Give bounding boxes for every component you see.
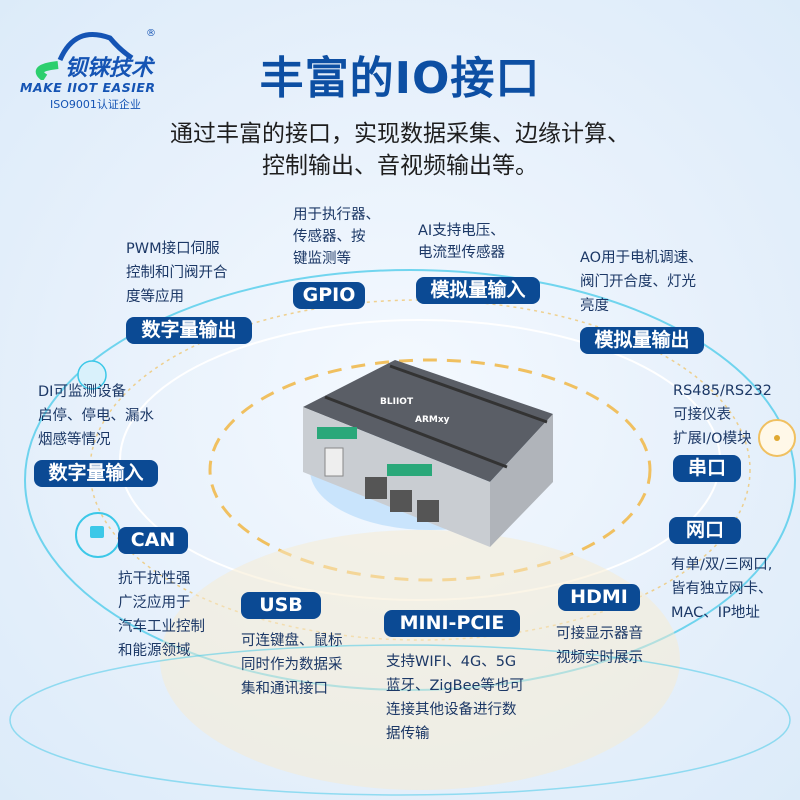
gpio-description: 用于执行器、 传感器、按 键监测等 xyxy=(293,204,380,270)
desc-line: 扩展I/O模块 xyxy=(673,431,752,447)
subtitle-line-2: 控制输出、音视频输出等。 xyxy=(262,153,538,179)
usb-description: 可连键盘、鼠标 同时作为数据采 集和通讯接口 xyxy=(241,629,343,701)
mini-pcie-description: 支持WIFI、4G、5G 蓝牙、ZigBee等也可 连接其他设备进行数 据传输 xyxy=(386,650,524,746)
desc-line: RS485/RS232 xyxy=(673,383,772,399)
desc-line: 有单/双/三网口, xyxy=(671,557,773,573)
usb-badge: USB xyxy=(241,592,321,619)
logo-tagline: MAKE IIOT EASIER xyxy=(20,80,156,95)
analog-input-badge: 模拟量输入 xyxy=(416,277,540,304)
hdmi-badge: HDMI xyxy=(558,584,640,611)
desc-line: 烟感等情况 xyxy=(38,432,111,448)
desc-line: 可接显示器音 xyxy=(556,626,643,642)
desc-line: 广泛应用于 xyxy=(118,595,191,611)
can-badge: CAN xyxy=(118,527,188,554)
digital-input-description: DI可监测设备 启停、停电、漏水 烟感等情况 xyxy=(38,380,154,452)
desc-line: 传感器、按 xyxy=(293,229,366,245)
hdmi-description: 可接显示器音 视频实时展示 xyxy=(556,622,643,670)
desc-line: 和能源领域 xyxy=(118,643,191,659)
serial-badge: 串口 xyxy=(673,455,741,482)
desc-line: DI可监测设备 xyxy=(38,384,126,400)
desc-line: 蓝牙、ZigBee等也可 xyxy=(386,678,524,694)
desc-line: AI支持电压、 xyxy=(418,223,505,239)
di-icon xyxy=(77,360,107,390)
desc-line: 可接仪表 xyxy=(673,407,731,423)
page-title: 丰富的IO接口 xyxy=(259,53,541,104)
desc-line: 键监测等 xyxy=(293,251,351,267)
armxy-device-image: BLIIOT ARMxy xyxy=(303,360,553,547)
analog-output-description: AO用于电机调速、 阀门开合度、灯光 亮度 xyxy=(580,246,703,318)
analog-output-badge: 模拟量输出 xyxy=(580,327,704,354)
desc-line: 汽车工业控制 xyxy=(118,619,205,635)
desc-line: 用于执行器、 xyxy=(293,207,380,223)
desc-line: 控制和门阀开合 xyxy=(126,265,228,281)
cloud-logo-icon: 钡铼技术 ® xyxy=(35,28,156,82)
desc-line: 据传输 xyxy=(386,726,430,742)
desc-line: 电流型传感器 xyxy=(418,245,505,261)
digital-output-badge: 数字量输出 xyxy=(126,317,252,344)
desc-line: 抗干扰性强 xyxy=(118,571,191,587)
desc-line: 连接其他设备进行数 xyxy=(386,702,517,718)
can-description: 抗干扰性强 广泛应用于 汽车工业控制 和能源领域 xyxy=(118,567,205,663)
svg-text:钡铼技术: 钡铼技术 xyxy=(65,55,156,80)
svg-text:®: ® xyxy=(146,28,156,39)
desc-line: 阀门开合度、灯光 xyxy=(580,274,696,290)
iso-cert: ISO9001认证企业 xyxy=(50,98,141,111)
desc-line: 集和通讯接口 xyxy=(241,681,328,697)
ethernet-description: 有单/双/三网口, 皆有独立网卡、 MAC、IP地址 xyxy=(671,553,773,625)
desc-line: 亮度 xyxy=(580,298,609,314)
gpio-badge: GPIO xyxy=(293,282,365,309)
digital-input-badge: 数字量输入 xyxy=(34,460,158,487)
device-brand: BLIIOT xyxy=(380,397,414,407)
digital-output-description: PWM接口伺服 控制和门阀开合 度等应用 xyxy=(126,237,228,309)
desc-line: 同时作为数据采 xyxy=(241,657,343,673)
desc-line: 可连键盘、鼠标 xyxy=(241,633,343,649)
desc-line: 视频实时展示 xyxy=(556,650,643,666)
subtitle-line-1: 通过丰富的接口，实现数据采集、边缘计算、 xyxy=(170,121,630,147)
desc-line: AO用于电机调速、 xyxy=(580,250,703,266)
ethernet-badge: 网口 xyxy=(669,517,741,544)
ai-description: AI支持电压、 电流型传感器 xyxy=(418,220,505,264)
company-logo: 钡铼技术 ® MAKE IIOT EASIER ISO9001认证企业 xyxy=(20,20,165,111)
mini-pcie-badge: MINI-PCIE xyxy=(384,610,520,637)
desc-line: MAC、IP地址 xyxy=(671,605,760,621)
desc-line: PWM接口伺服 xyxy=(126,241,220,257)
desc-line: 皆有独立网卡、 xyxy=(671,581,773,597)
serial-description: RS485/RS232 可接仪表 扩展I/O模块 xyxy=(673,379,772,451)
desc-line: 度等应用 xyxy=(126,289,184,305)
desc-line: 启停、停电、漏水 xyxy=(38,408,154,424)
desc-line: 支持WIFI、4G、5G xyxy=(386,654,517,670)
device-model: ARMxy xyxy=(415,415,450,425)
